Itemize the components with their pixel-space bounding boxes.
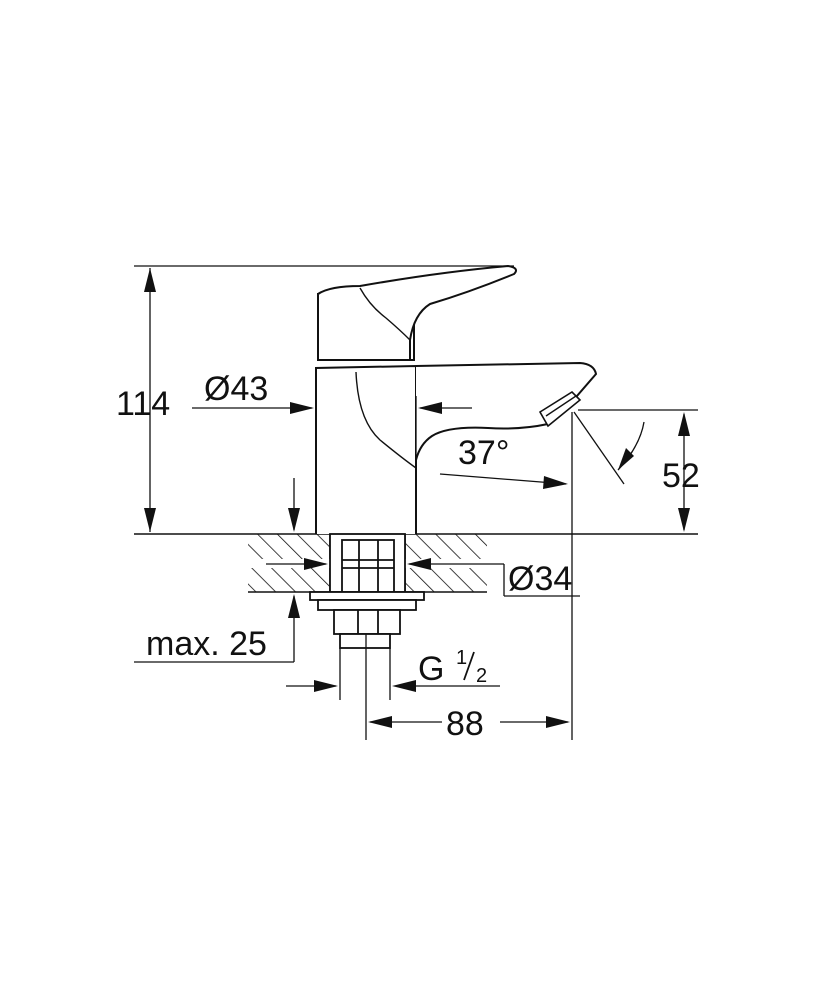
dim-angle: 37° bbox=[458, 434, 509, 472]
dim-max-thickness: max. 25 bbox=[146, 625, 267, 663]
dim-thread-num: 1 bbox=[456, 647, 467, 669]
faucet-body bbox=[315, 264, 598, 534]
dim-thread: G 1 2 bbox=[418, 647, 487, 688]
dim-thread-den: 2 bbox=[476, 665, 487, 687]
dim-spout-height: 52 bbox=[662, 457, 700, 495]
dim-thread-slash bbox=[463, 651, 475, 681]
mounting-fittings bbox=[309, 533, 425, 649]
dim-diameter-body: Ø43 bbox=[204, 370, 268, 408]
dim-diameter-hole: Ø34 bbox=[508, 560, 572, 598]
dimension-arrows bbox=[144, 268, 690, 728]
dim-spout-reach: 88 bbox=[446, 705, 484, 743]
dim-height-total: 114 bbox=[116, 385, 170, 423]
dim-thread-main: G bbox=[418, 650, 444, 688]
